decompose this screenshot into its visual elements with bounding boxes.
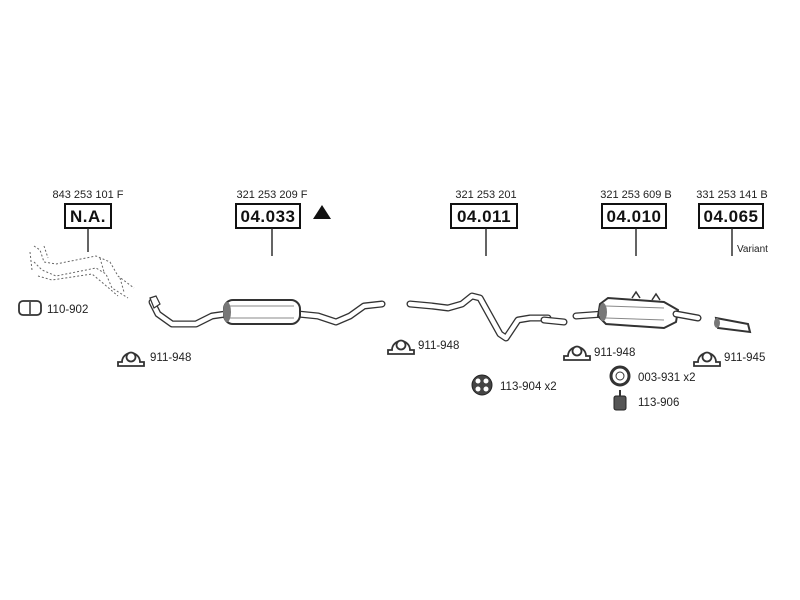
hanger-icon [613,390,627,411]
section-ref-front-pipe: 843 253 101 F [53,189,124,201]
clamp-part-3[interactable]: 911-948 [563,345,635,361]
middle-pipe-part[interactable] [406,292,568,342]
triangle-icon [313,205,331,219]
clamp-label-4: 911-945 [724,352,765,364]
section-code-box-front-silencer[interactable] [235,203,301,229]
tail-pipe-part[interactable] [714,316,752,334]
clamp-icon [387,339,415,355]
section-ref-front-silencer: 321 253 209 F [237,189,308,201]
ring-seal-part[interactable]: 003-931 x2 [609,365,696,387]
section-code-box-middle-pipe[interactable] [450,203,518,229]
section-code-box-rear-silencer[interactable] [601,203,667,229]
clamp-part-4[interactable]: 911-945 [693,351,765,367]
clamp-label-1: 911-948 [150,352,191,364]
section-front-pipe: 843 253 101 F N.A. [29,189,135,299]
ring-seal-label: 003-931 x2 [638,372,696,384]
section-ref-rear-silencer: 321 253 609 B [600,189,672,201]
clamp-part-1[interactable]: 911-948 [117,351,191,367]
section-rear-silencer: 321 253 609 B 04.010 [572,189,702,330]
section-code-box-tail-pipe[interactable] [698,203,764,229]
gasket-label: 110-902 [47,304,88,316]
clamp-icon [693,351,721,367]
clamp-icon [563,345,591,361]
section-front-silencer: 321 253 209 F 04.033 [148,189,386,328]
section-code-tail-pipe: 04.065 [704,207,759,226]
hanger-part[interactable]: 113-906 [613,390,679,411]
variant-note: Variant [737,244,768,255]
clamp-part-2[interactable]: 911-948 [387,339,459,355]
clamp-icon [117,351,145,367]
rubber-mount-part[interactable]: 113-904 x2 [471,374,557,396]
section-tail-pipe: 331 253 141 B 04.065 Variant [696,189,768,334]
section-code-front-silencer: 04.033 [241,207,296,226]
section-middle-pipe: 321 253 201 04.011 [406,189,568,342]
section-code-middle-pipe: 04.011 [457,207,511,226]
front-silencer-part[interactable] [148,295,386,328]
gasket-part[interactable]: 110-902 [18,300,88,316]
front-pipe-dashed-outline [29,245,135,299]
section-code-rear-silencer: 04.010 [607,207,662,226]
hanger-label: 113-906 [638,397,679,409]
section-code-front-pipe: N.A. [70,207,106,226]
rubber-mount-label: 113-904 x2 [500,381,557,393]
clamp-label-3: 911-948 [594,347,635,359]
rear-silencer-part[interactable] [572,290,702,330]
section-ref-tail-pipe: 331 253 141 B [696,189,768,201]
ring-seal-icon [609,365,631,387]
clamp-label-2: 911-948 [418,340,459,352]
rubber-mount-icon [471,374,493,396]
section-ref-middle-pipe: 321 253 201 [455,189,516,201]
